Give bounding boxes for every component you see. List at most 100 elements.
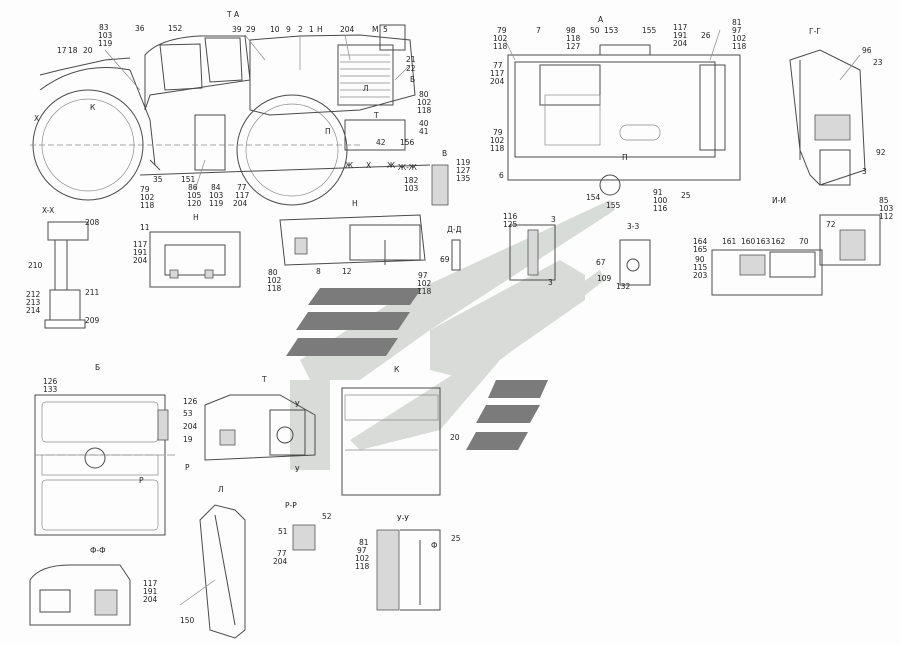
part-label: 118	[417, 287, 432, 296]
plan-panel	[544, 94, 601, 146]
part-label: 12	[342, 267, 352, 276]
n2-clamp	[294, 237, 308, 255]
k-top	[344, 394, 439, 421]
part-label: Ж-Ж	[398, 163, 417, 172]
dd-part	[451, 239, 461, 271]
part-label: 191	[143, 587, 158, 596]
uu-core	[376, 529, 400, 611]
part-label: 102	[732, 34, 747, 43]
part-label: 103	[98, 31, 113, 40]
part-label: Т А	[226, 10, 240, 19]
part-label: 105	[187, 191, 202, 200]
part-label: 117	[673, 23, 688, 32]
ff-body	[29, 564, 131, 626]
engine-hood	[249, 34, 416, 116]
part-label: 117	[235, 191, 250, 200]
part-label: 35	[153, 175, 163, 184]
part-label: 160	[741, 237, 756, 246]
part-label: 86	[188, 183, 198, 192]
part-label: 52	[322, 512, 332, 521]
part-label: Н	[193, 213, 199, 222]
part-label: X-X	[42, 206, 54, 215]
part-label: Т	[373, 111, 379, 120]
part-label: 191	[133, 248, 148, 257]
part-label: Н	[317, 25, 323, 34]
part-label: Б	[95, 363, 100, 372]
section-r-r	[292, 524, 316, 551]
part-label: 81	[732, 18, 742, 27]
section-3-3	[619, 239, 651, 286]
part-label: Х	[366, 161, 371, 170]
part-label: 81	[359, 538, 369, 547]
part-label: 102	[417, 279, 432, 288]
part-label: 118	[566, 34, 581, 43]
part-label: 80	[419, 90, 429, 99]
part-label: 29	[246, 25, 256, 34]
watermark-stripe	[430, 260, 585, 380]
ff-slot	[39, 589, 71, 613]
ii-body	[711, 249, 823, 296]
uu-frame	[400, 529, 441, 611]
t-body	[204, 394, 316, 461]
part-label: Б	[410, 75, 415, 84]
part-label: 127	[456, 166, 471, 175]
part-label: 214	[26, 306, 41, 315]
part-label: 119	[98, 39, 113, 48]
rear-fender	[39, 67, 156, 166]
part-label: Т	[261, 375, 267, 384]
part-label: 98	[566, 26, 576, 35]
n-box	[149, 231, 241, 288]
part-label: 79	[497, 26, 507, 35]
n-bolt	[204, 269, 214, 279]
section-mark	[149, 159, 161, 171]
section-f-f	[29, 564, 131, 626]
part-label: 22	[406, 64, 416, 73]
ii-block	[739, 254, 766, 276]
part-label: 116	[653, 204, 668, 213]
part-label: 21	[406, 55, 416, 64]
part-label: 165	[693, 245, 708, 254]
watermark-bar	[296, 312, 410, 330]
detail-n-left	[149, 231, 241, 288]
b-panel-bot	[41, 479, 159, 531]
l-body	[199, 504, 246, 639]
part-label: П	[325, 127, 331, 136]
part-label: 102	[417, 98, 432, 107]
part-label: 210	[28, 261, 43, 270]
ii-hatched	[839, 229, 866, 261]
plan-inner	[514, 61, 716, 158]
s3-body	[509, 224, 556, 281]
part-label: 118	[355, 562, 370, 571]
watermark-bar	[308, 288, 422, 305]
plan-clamp	[599, 44, 651, 56]
part-label: 23	[873, 58, 883, 67]
part-label: 8	[316, 267, 321, 276]
view-t	[204, 394, 316, 461]
part-label: К	[394, 365, 400, 374]
t-bolt	[219, 429, 236, 446]
gg-body	[789, 49, 866, 186]
part-label: 155	[606, 201, 621, 210]
part-label: 85	[879, 196, 889, 205]
b-panel-top	[41, 401, 159, 443]
xx-top	[47, 221, 89, 241]
gg-base	[819, 149, 851, 186]
part-label: 118	[140, 201, 155, 210]
part-label: 191	[673, 31, 688, 40]
part-label: 204	[183, 422, 198, 431]
part-label: 70	[799, 237, 809, 246]
part-label: 51	[278, 527, 288, 536]
part-label: 164	[693, 237, 708, 246]
watermark-bar	[476, 405, 540, 423]
part-label: 154	[586, 193, 601, 202]
view-a-plan	[507, 44, 741, 196]
part-label: 204	[143, 595, 158, 604]
n-bolt	[169, 269, 179, 279]
part-label: 161	[722, 237, 737, 246]
part-label: Х	[34, 114, 39, 123]
detail-v	[431, 164, 449, 206]
part-label: 118	[493, 42, 508, 51]
t-hole	[276, 426, 294, 444]
part-label: Д-Д	[447, 225, 462, 234]
part-label: 109	[597, 274, 612, 283]
